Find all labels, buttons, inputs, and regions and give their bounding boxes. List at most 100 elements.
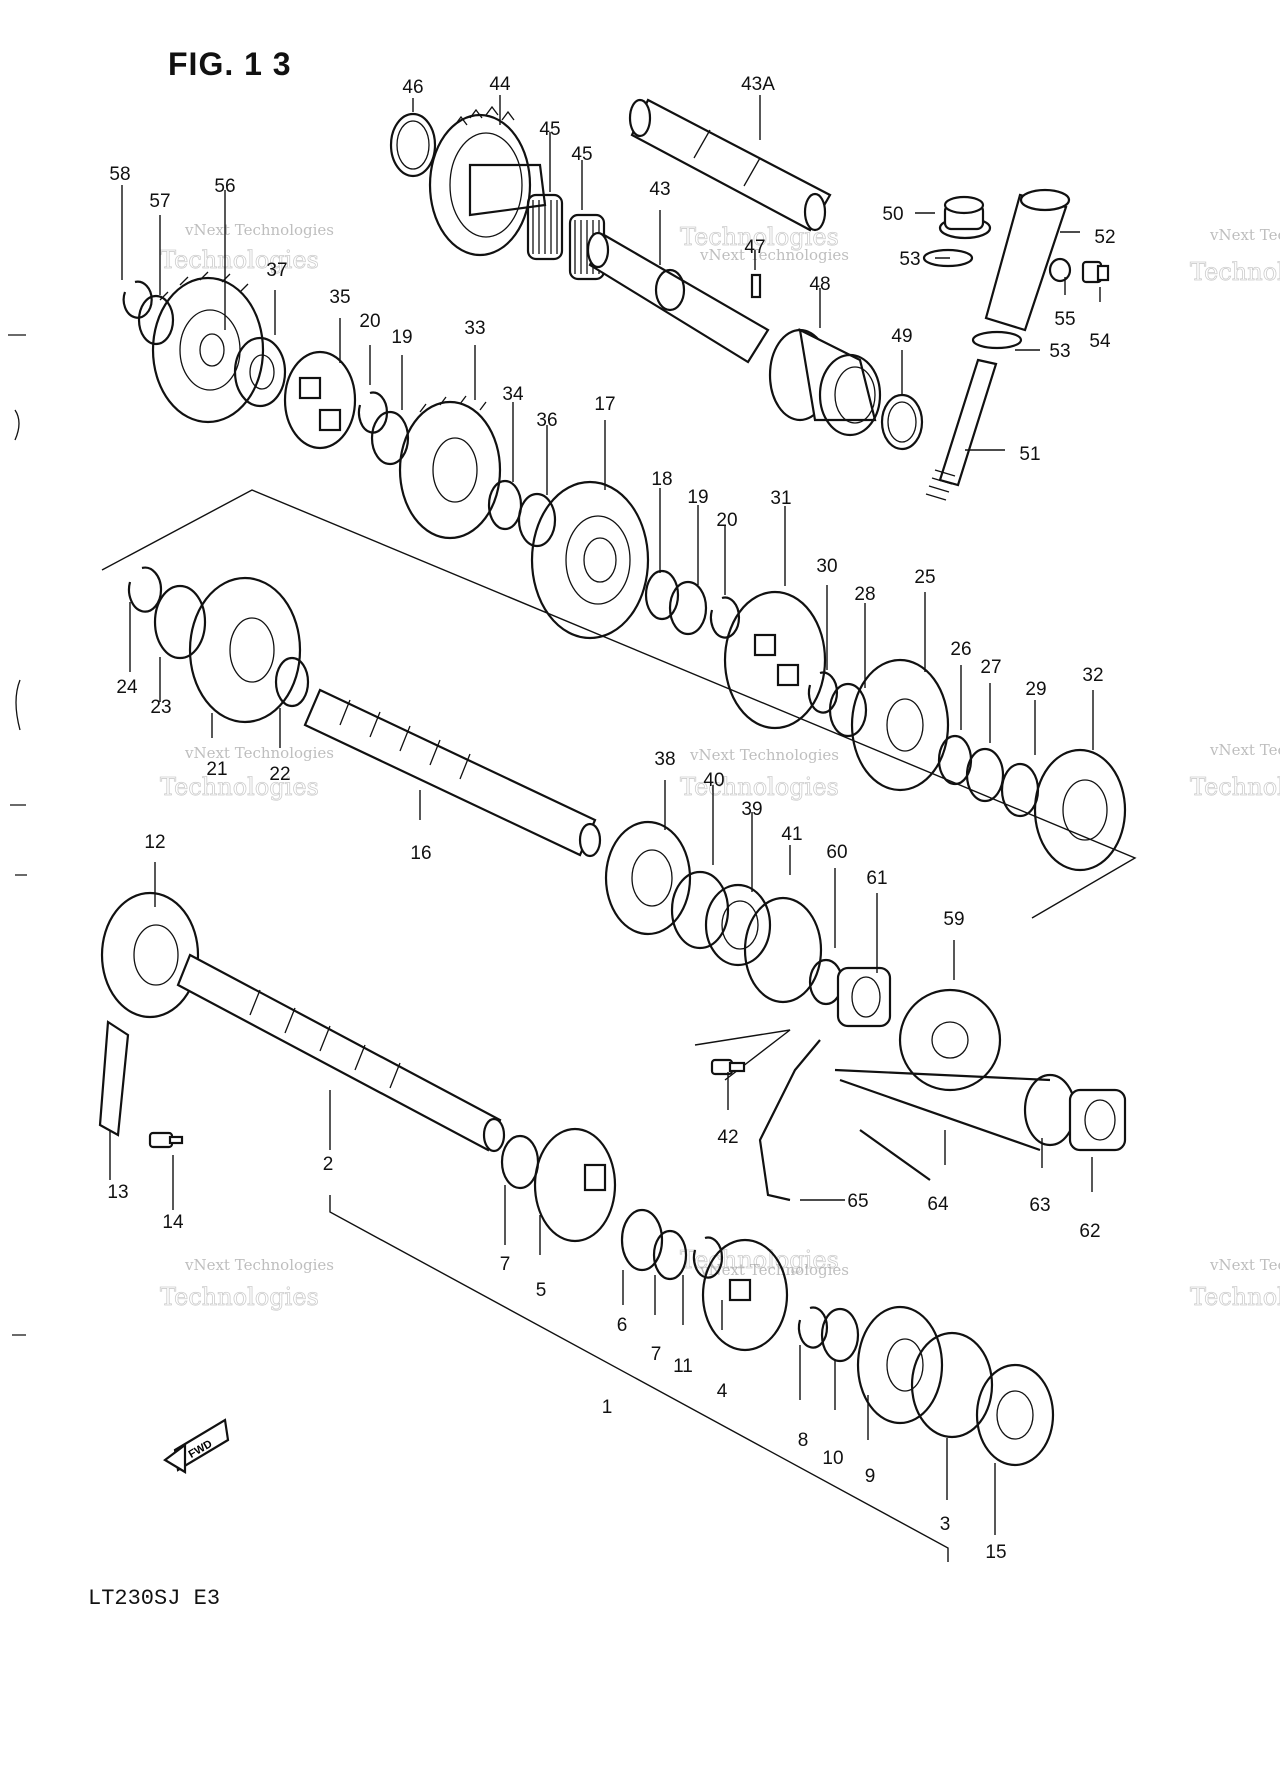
part-54-bolt xyxy=(1081,260,1110,284)
callout-29: 29 xyxy=(1025,679,1046,700)
callout-44: 44 xyxy=(489,74,511,95)
watermark-text: Technologies xyxy=(680,1246,839,1274)
callout-30: 30 xyxy=(816,556,837,577)
callout-20: 20 xyxy=(359,311,380,332)
callout-6: 6 xyxy=(617,1315,628,1336)
watermark-text: Technologies xyxy=(160,773,319,801)
callout-62: 62 xyxy=(1079,1221,1100,1242)
callout-60: 60 xyxy=(826,842,847,863)
part-64-chain xyxy=(834,1068,1051,1181)
part-2-driveshaft xyxy=(176,953,506,1153)
part-43A-shaft xyxy=(628,98,832,232)
callout-61: 61 xyxy=(866,868,887,889)
part-53-oring-b xyxy=(971,330,1023,350)
callout-47: 47 xyxy=(744,237,765,258)
callout-22: 22 xyxy=(269,764,290,785)
part-39-seal xyxy=(704,883,772,967)
watermark-text: Technologies xyxy=(1190,1283,1280,1311)
part-7-circlip-a xyxy=(500,1134,540,1190)
part-47-pin xyxy=(750,273,762,299)
part-50-cap xyxy=(938,195,992,240)
callout-9: 9 xyxy=(865,1466,876,1487)
part-23-washer xyxy=(153,584,207,660)
callout-20: 20 xyxy=(716,510,737,531)
part-49-ring xyxy=(880,393,924,451)
callout-41: 41 xyxy=(781,824,802,845)
part-62-nut xyxy=(1068,1088,1127,1152)
part-11-circlip xyxy=(692,1236,724,1279)
part-4-gear xyxy=(701,1238,789,1352)
callout-24: 24 xyxy=(116,677,138,698)
callout-33: 33 xyxy=(464,318,485,339)
part-37-bearing xyxy=(233,336,287,408)
watermark-text: Technologies xyxy=(1190,258,1280,286)
part-29-washer xyxy=(1000,762,1040,818)
callout-13: 13 xyxy=(107,1182,128,1203)
callout-27: 27 xyxy=(980,657,1001,678)
callout-10: 10 xyxy=(822,1448,843,1469)
part-19-washer-b xyxy=(668,580,708,636)
part-65-chain-guide xyxy=(758,1039,821,1202)
callout-39: 39 xyxy=(741,799,762,820)
part-46-shim xyxy=(389,112,437,178)
watermark-text: Technologies xyxy=(160,1283,319,1311)
part-58-circlip xyxy=(122,280,153,319)
part-5-gear xyxy=(533,1127,617,1243)
callout-21: 21 xyxy=(206,759,227,780)
part-6-bushing xyxy=(620,1208,664,1272)
part-53-oring-a xyxy=(922,248,974,268)
callout-50: 50 xyxy=(882,204,903,225)
part-17-gear xyxy=(530,480,650,640)
part-10-washer xyxy=(820,1307,860,1363)
part-55-washer xyxy=(1048,257,1072,283)
part-30-circlip xyxy=(807,671,839,714)
callout-58: 58 xyxy=(109,164,130,185)
callout-43: 43 xyxy=(649,179,670,200)
fwd-arrow: FWD xyxy=(163,1418,230,1474)
callout-48: 48 xyxy=(809,274,830,295)
callout-53: 53 xyxy=(899,249,920,270)
callout-37: 37 xyxy=(266,260,287,281)
part-20-circlip-a xyxy=(357,391,389,434)
watermark-text: vNext Technologies xyxy=(184,744,334,762)
callout-46: 46 xyxy=(402,77,423,98)
watermark-text: vNext Technologies xyxy=(699,246,849,264)
part-42-bolt xyxy=(710,1058,746,1076)
part-7-circlip-b xyxy=(652,1229,688,1281)
callout-leaders xyxy=(109,95,1101,1535)
scan-artifacts xyxy=(8,334,27,1336)
part-31-gear xyxy=(723,590,827,730)
part-43-shaft xyxy=(586,231,770,364)
part-63-washer xyxy=(1023,1073,1077,1147)
part-15-bearing xyxy=(975,1363,1055,1467)
callout-12: 12 xyxy=(144,832,165,853)
part-40-oring xyxy=(670,870,730,950)
callout-3: 3 xyxy=(940,1514,951,1535)
callout-53: 53 xyxy=(1049,341,1070,362)
sprocket-bracket xyxy=(694,1029,791,1081)
callout-63: 63 xyxy=(1029,1195,1050,1216)
callout-49: 49 xyxy=(891,326,912,347)
part-32-gear xyxy=(1033,748,1127,872)
callout-35: 35 xyxy=(329,287,350,308)
callout-28: 28 xyxy=(854,584,875,605)
callout-45: 45 xyxy=(539,119,560,140)
part-41-plate xyxy=(743,896,823,1004)
part-35-dog-gear xyxy=(283,350,357,450)
watermark-text: vNext Technologies xyxy=(1209,1256,1280,1274)
watermark-text: vNext Technologies xyxy=(184,1256,334,1274)
part-28-washer xyxy=(828,682,868,738)
part-33-gear xyxy=(398,395,502,540)
part-19-washer-a xyxy=(370,410,410,466)
part-20-circlip-b xyxy=(709,596,741,639)
callout-17: 17 xyxy=(594,394,615,415)
callout-15: 15 xyxy=(985,1542,1006,1563)
callout-7: 7 xyxy=(500,1254,511,1275)
watermark-text: vNext Technologies xyxy=(689,746,839,764)
callout-40: 40 xyxy=(703,770,724,791)
callout-55: 55 xyxy=(1054,309,1075,330)
assembly-brackets xyxy=(101,489,1137,1562)
watermark-text: Technologies xyxy=(680,773,839,801)
part-51-shaft xyxy=(925,358,998,501)
